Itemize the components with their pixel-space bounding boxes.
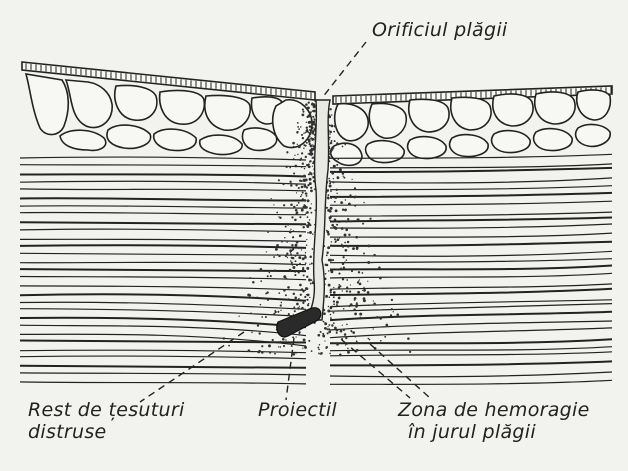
label-destroyed-tissue-line2: distruse — [28, 422, 107, 442]
label-hemorrhage-zone-line1: Zona de hemoragie — [398, 400, 590, 420]
label-projectile: Proiectil — [258, 400, 337, 420]
leader-orificiu — [322, 42, 366, 98]
label-hemorrhage-zone-line2: în jurul plăgii — [408, 422, 536, 442]
label-wound-orifice: Orificiul plăgii — [372, 20, 508, 40]
label-destroyed-tissue-line1: Rest de țesuturi — [28, 400, 185, 420]
leader-proiectil — [286, 338, 294, 400]
